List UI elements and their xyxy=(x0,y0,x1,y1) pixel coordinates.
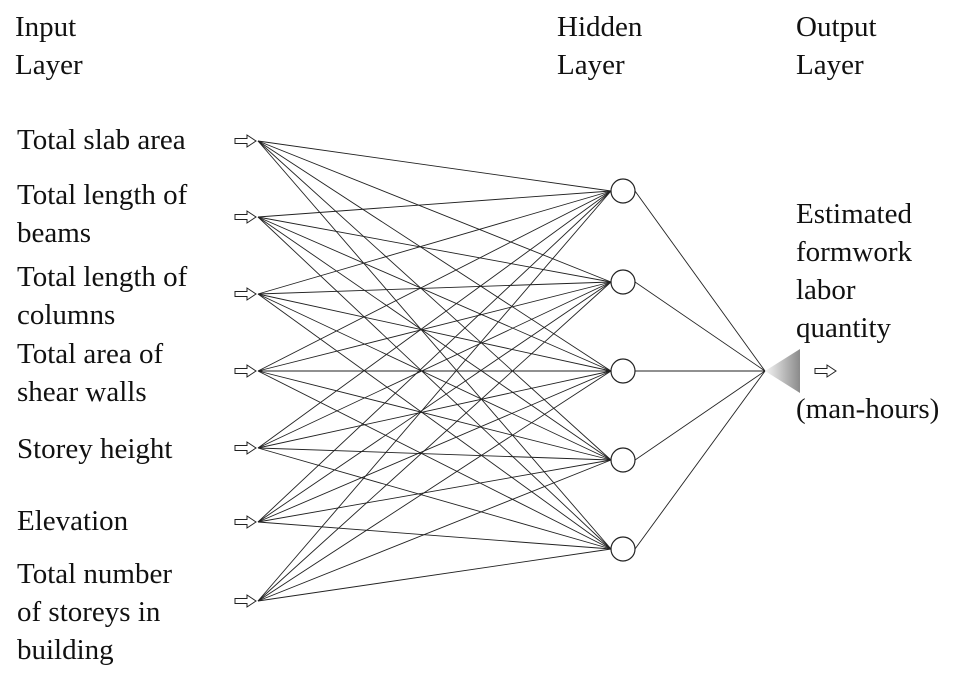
input-label-line: Total slab area xyxy=(17,124,186,156)
hidden-output-connection xyxy=(634,370,766,461)
input-hidden-connection xyxy=(257,293,612,461)
input-label-line: Storey height xyxy=(17,433,173,465)
input-label-elevation: Elevation xyxy=(17,502,128,540)
hidden-layer-header-line: Layer xyxy=(557,49,625,81)
hidden-node xyxy=(610,358,636,384)
input-hidden-connection xyxy=(257,447,612,461)
input-label-total-length-of-beams: Total length of beams xyxy=(17,176,187,252)
output-unit: (man-hours) xyxy=(796,393,940,425)
hidden-node xyxy=(610,178,636,204)
output-layer-header-line: Layer xyxy=(796,49,864,81)
output-layer-header: Output Layer xyxy=(796,8,877,84)
input-label-line: Total length of xyxy=(17,261,188,293)
input-hidden-connection xyxy=(257,216,612,461)
input-label-line: Total length of xyxy=(17,179,188,211)
input-hidden-connection xyxy=(257,216,612,550)
input-hidden-connection xyxy=(257,190,612,372)
input-arrow-icon xyxy=(234,287,257,301)
input-hidden-connection xyxy=(257,281,612,295)
input-hidden-connection xyxy=(257,370,612,461)
output-label: Estimated formwork labor quantity xyxy=(796,195,912,347)
input-hidden-connection xyxy=(257,370,612,602)
output-label-line: quantity xyxy=(796,312,892,344)
output-label-line: Estimated xyxy=(796,198,912,230)
input-hidden-connection xyxy=(257,190,612,449)
input-hidden-connection xyxy=(257,281,612,449)
input-layer-header-line: Layer xyxy=(15,49,83,81)
input-label-total-number-of-storeys: Total number of storeys in building xyxy=(17,555,172,669)
input-arrow-icon xyxy=(234,515,257,529)
hidden-output-connection xyxy=(634,281,766,372)
output-label-line: formwork xyxy=(796,236,912,268)
input-hidden-connection xyxy=(257,293,612,550)
input-hidden-connection xyxy=(257,521,612,550)
input-hidden-connection xyxy=(257,140,612,372)
input-hidden-connection xyxy=(257,190,612,218)
output-node xyxy=(765,349,800,393)
input-label-total-slab-area: Total slab area xyxy=(17,121,186,159)
input-label-line: Total number xyxy=(17,558,173,590)
input-label-line: columns xyxy=(17,299,116,331)
input-hidden-connection xyxy=(257,281,612,372)
input-arrow-icon xyxy=(234,134,257,148)
input-label-total-area-of-shear-walls: Total area of shear walls xyxy=(17,335,163,411)
input-hidden-connection xyxy=(257,140,612,461)
input-hidden-connection xyxy=(257,281,612,523)
input-hidden-connection xyxy=(257,459,612,602)
input-hidden-connection xyxy=(257,216,612,283)
input-label-line: beams xyxy=(17,217,92,249)
input-hidden-connection xyxy=(257,370,612,449)
input-hidden-connection xyxy=(257,140,612,550)
hidden-output-connection xyxy=(634,190,766,372)
input-arrow-icon xyxy=(234,210,257,224)
input-hidden-connection xyxy=(257,370,612,550)
input-label-line: Elevation xyxy=(17,505,129,537)
input-label-line: shear walls xyxy=(17,376,147,408)
input-hidden-connection xyxy=(257,190,612,602)
input-hidden-connection xyxy=(257,140,612,192)
input-hidden-connection xyxy=(257,293,612,372)
hidden-layer-header: Hidden Layer xyxy=(557,8,642,84)
input-hidden-connection xyxy=(257,447,612,550)
hidden-node xyxy=(610,536,636,562)
input-label-line: building xyxy=(17,634,114,666)
hidden-layer-header-line: Hidden xyxy=(557,11,643,43)
hidden-output-connection xyxy=(634,370,766,550)
input-label-total-length-of-columns: Total length of columns xyxy=(17,258,187,334)
input-arrow-icon xyxy=(234,364,257,378)
input-hidden-connection xyxy=(257,548,612,602)
input-arrow-icon xyxy=(234,594,257,608)
output-arrow-icon xyxy=(814,364,837,378)
input-label-line: of storeys in xyxy=(17,596,161,628)
input-hidden-connection xyxy=(257,370,612,523)
input-layer-header: Input Layer xyxy=(15,8,83,84)
hidden-node xyxy=(610,269,636,295)
output-label-line: labor xyxy=(796,274,856,306)
input-label-storey-height: Storey height xyxy=(17,430,172,468)
input-hidden-connection xyxy=(257,190,612,295)
input-layer-header-line: Input xyxy=(15,11,77,43)
input-hidden-connection xyxy=(257,216,612,372)
output-layer-header-line: Output xyxy=(796,11,877,43)
input-arrow-icon xyxy=(234,441,257,455)
input-hidden-connection xyxy=(257,140,612,283)
input-label-line: Total area of xyxy=(17,338,164,370)
input-hidden-connection xyxy=(257,281,612,602)
input-hidden-connection xyxy=(257,459,612,523)
hidden-node xyxy=(610,447,636,473)
input-hidden-connection xyxy=(257,190,612,523)
